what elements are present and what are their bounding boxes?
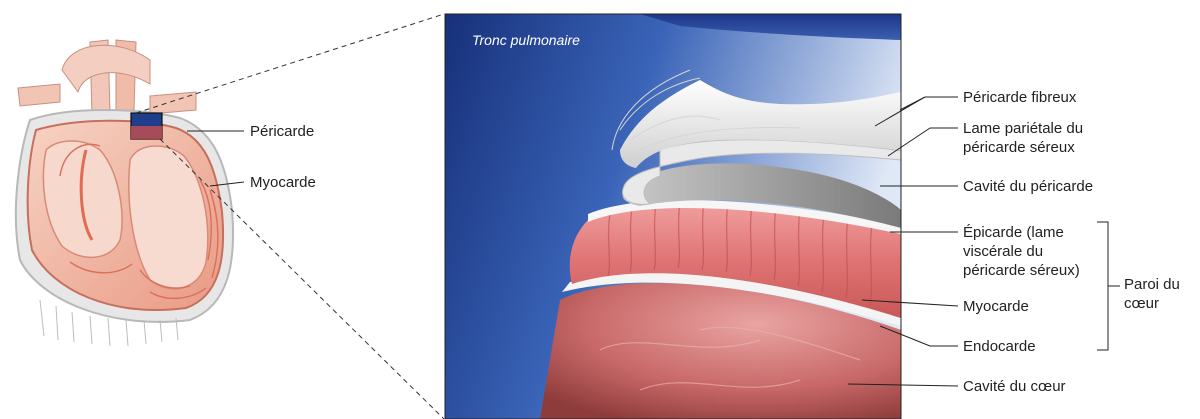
- label-epicarde: Épicarde (lame viscérale du péricarde sé…: [963, 223, 1098, 280]
- label-pericarde-fibreux: Péricarde fibreux: [963, 88, 1076, 107]
- label-paroi-coeur: Paroi du cœur: [1124, 275, 1199, 313]
- zoom-panel: [445, 14, 901, 419]
- vessel-shape: [18, 84, 60, 106]
- label-cavite-coeur: Cavité du cœur: [963, 377, 1066, 396]
- label-cavite-pericarde: Cavité du péricarde: [963, 177, 1093, 196]
- label-pericarde: Péricarde: [250, 122, 314, 141]
- label-lame-parietale: Lame pariétale du péricarde séreux: [963, 119, 1123, 157]
- label-myocarde: Myocarde: [963, 297, 1029, 316]
- heart-illustration: [16, 40, 233, 346]
- label-endocarde: Endocarde: [963, 337, 1036, 356]
- label-myocarde-small: Myocarde: [250, 173, 316, 192]
- zoom-line-top: [136, 14, 444, 113]
- vessel-shape: [150, 92, 196, 114]
- label-tronc-pulmonaire: Tronc pulmonaire: [472, 32, 582, 49]
